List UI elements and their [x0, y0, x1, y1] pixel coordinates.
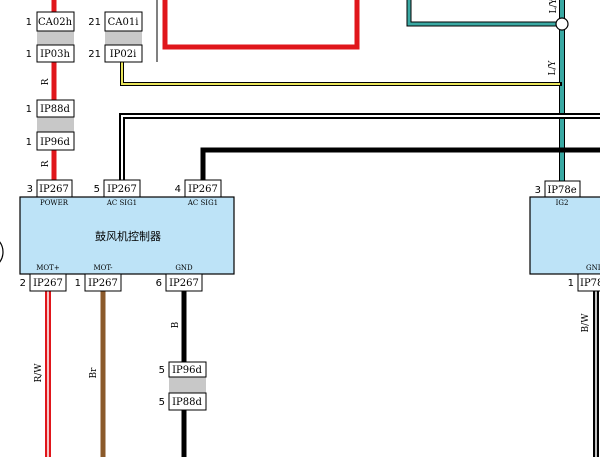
pin-number: 4: [175, 184, 181, 195]
wire-label-rw: R/W: [34, 363, 44, 383]
wire-teal-top: [406, 0, 562, 27]
connector-id: IP78e: [547, 185, 576, 196]
right-module: IG2 GND: [529, 196, 600, 275]
pin-number: 5: [94, 184, 100, 195]
signal-ac-sig1-a: AC SIG1: [106, 199, 137, 207]
wire-label-r-top: R: [41, 78, 51, 85]
wire-teal-top-core: [407, 0, 562, 26]
connector-gap-ca02h: [37, 31, 74, 45]
connector-ip267-power: IP267 3: [27, 179, 73, 198]
connector-id: IP267: [169, 278, 199, 289]
connector-ip267-motminus: IP267 1: [75, 273, 122, 292]
pin-number: 1: [26, 137, 32, 148]
connector-id: IP78: [580, 278, 600, 289]
pin-number: 1: [75, 278, 81, 289]
connector-ip88d-top: IP88d 1: [26, 99, 75, 118]
wire-red-loop: [162, 0, 360, 50]
signal-ig2: IG2: [556, 199, 569, 207]
connector-ip78-bottom: IP78 1: [568, 273, 600, 292]
signal-ac-sig1-b: AC SIG1: [187, 199, 218, 207]
partial-circle-marker: [0, 241, 4, 263]
wire-yellow-core: [121, 62, 560, 85]
connector-id: CA02h: [38, 17, 73, 28]
wire-label-ly-top: L/Y: [549, 0, 559, 13]
connector-ip267-acsig-a: IP267 5: [94, 179, 141, 198]
pin-number: 21: [88, 49, 101, 60]
signal-gnd: GND: [175, 264, 193, 272]
wire-label-r-mid: R: [41, 160, 51, 167]
connector-id: IP03h: [40, 49, 70, 60]
wire-ac-sig1-a-core: [121, 115, 600, 180]
wire-label-bw: B/W: [581, 313, 591, 333]
pin-number: 3: [535, 185, 541, 196]
connector-gap-ip88d: [37, 117, 74, 132]
connector-id: IP267: [39, 184, 69, 195]
blower-controller-module: 鼓风机控制器 POWER AC SIG1 AC SIG1 MOT+ MOT- G…: [19, 196, 235, 275]
connector-ip267-acsig-b: IP267 4: [175, 179, 222, 198]
pin-number: 5: [159, 397, 165, 408]
pin-number: 6: [156, 278, 162, 289]
wire-yellow-outer: [120, 62, 562, 86]
pin-number: 3: [27, 184, 33, 195]
connector-gap-ip96d: [169, 377, 206, 393]
wire-label-br: Br: [89, 367, 99, 379]
connector-ip78e: IP78e 3: [535, 180, 581, 198]
connector-id: IP267: [188, 184, 218, 195]
connector-ip267-gnd: IP267 6: [156, 273, 203, 292]
signal-gnd-right: GND: [586, 264, 600, 272]
pin-number: 1: [568, 278, 574, 289]
connector-ip96d-bottom: IP96d 5: [159, 361, 207, 378]
connector-ip02i: IP02i 21: [88, 44, 143, 63]
connector-id: IP96d: [172, 365, 202, 376]
connector-id: CA01i: [108, 17, 139, 28]
connector-ip267-motplus: IP267 2: [20, 273, 67, 292]
connector-id: IP88d: [172, 397, 202, 408]
wire-label-ly-mid: L/Y: [548, 59, 558, 75]
signal-mot-minus: MOT-: [93, 264, 113, 272]
connector-ca02h: CA02h 1: [26, 11, 75, 32]
pin-number: 1: [26, 17, 32, 28]
connector-ip88d-bottom: IP88d 5: [159, 392, 207, 411]
pin-number: 21: [88, 17, 101, 28]
pin-number: 2: [20, 278, 26, 289]
wire-ac-sig1-b: [200, 147, 600, 180]
signal-mot-plus: MOT+: [36, 264, 60, 272]
connector-gap-ca01i: [105, 31, 142, 45]
signal-power: POWER: [40, 199, 69, 207]
connector-id: IP267: [88, 278, 118, 289]
connector-ip03h: IP03h 1: [26, 44, 75, 63]
wire-label-b: B: [171, 321, 181, 328]
pin-number: 1: [26, 49, 32, 60]
pin-number: 5: [159, 365, 165, 376]
connector-id: IP267: [33, 278, 63, 289]
connector-ip96d-top: IP96d 1: [26, 131, 75, 151]
connector-id: IP88d: [40, 104, 70, 115]
connector-id: IP267: [107, 184, 137, 195]
connector-id: IP02i: [110, 49, 137, 60]
splice-point: [555, 17, 569, 31]
connector-ca01i: CA01i 21: [88, 11, 143, 32]
module-name: 鼓风机控制器: [95, 229, 161, 243]
connector-id: IP96d: [40, 137, 70, 148]
pin-number: 1: [26, 104, 32, 115]
